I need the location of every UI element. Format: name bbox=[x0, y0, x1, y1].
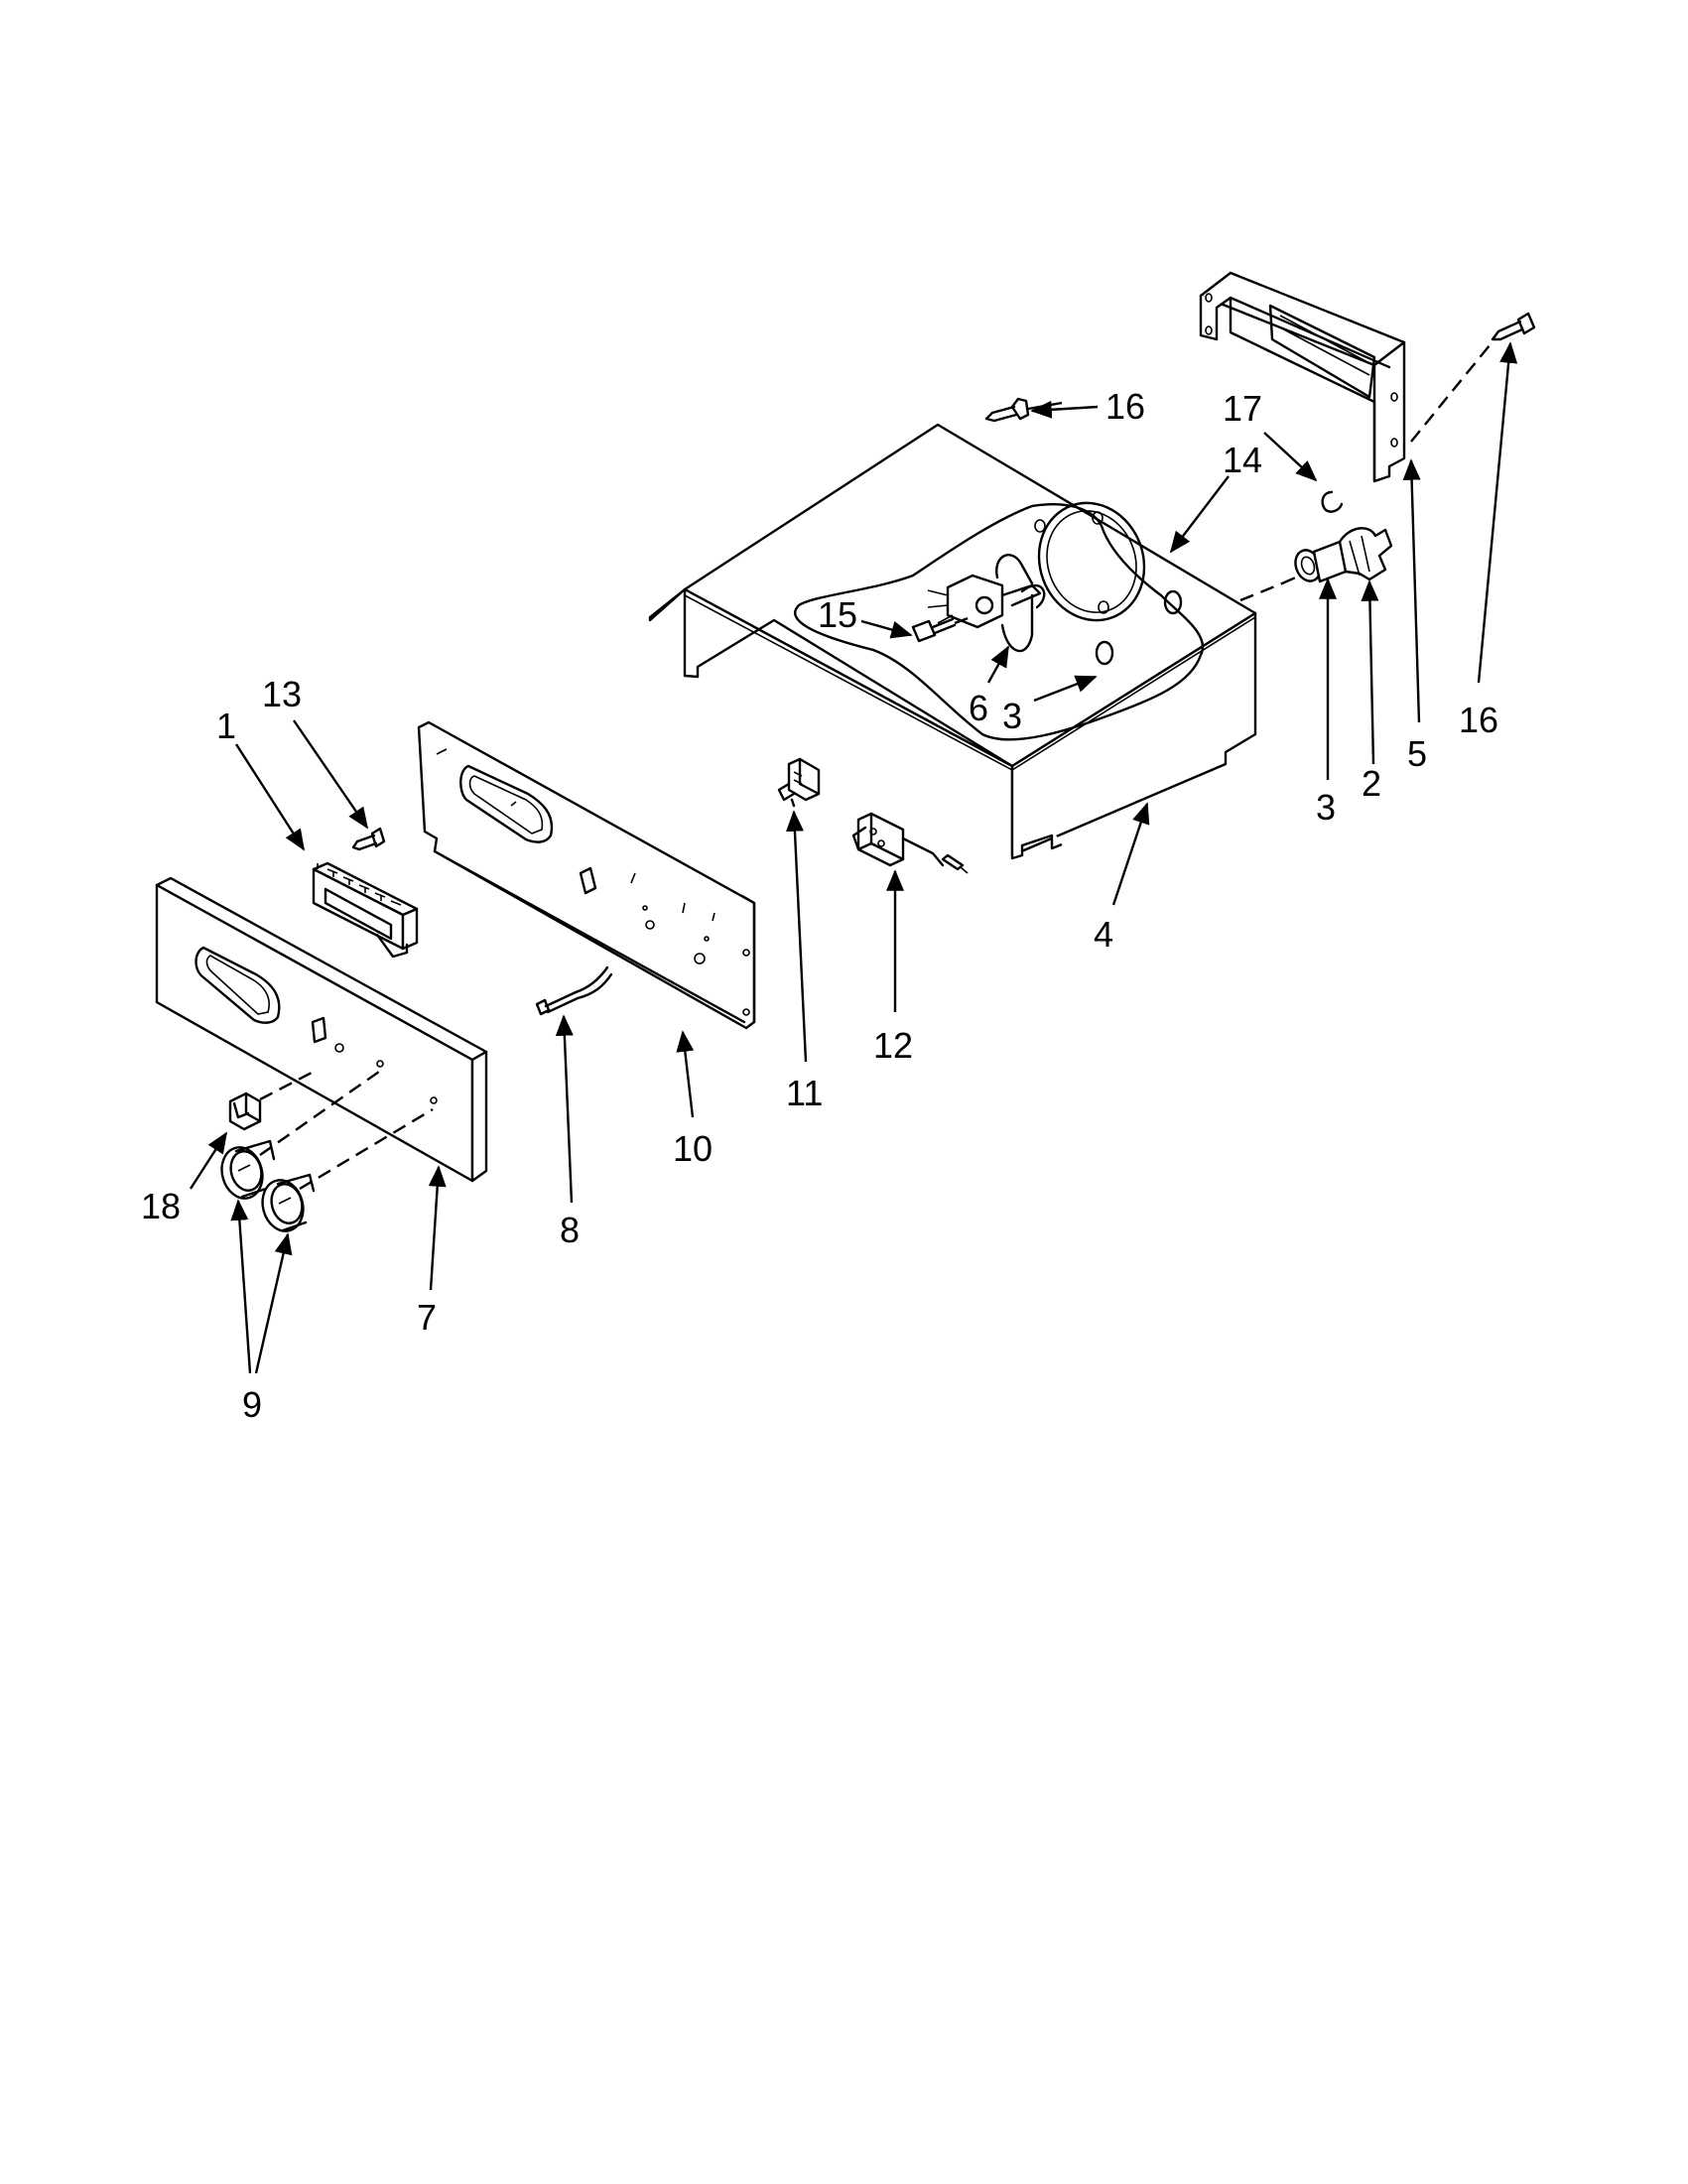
callout-2: 2 bbox=[1362, 763, 1381, 804]
clip-part bbox=[1321, 490, 1344, 513]
switch-11-part bbox=[777, 757, 821, 808]
clock-display-part bbox=[312, 861, 419, 959]
thermostat-part bbox=[851, 812, 969, 874]
callout-7: 7 bbox=[417, 1297, 437, 1338]
callout-16-left: 16 bbox=[1105, 386, 1145, 427]
screw-13-part bbox=[351, 827, 386, 851]
callout-9: 9 bbox=[242, 1384, 262, 1425]
callout-3-housing: 3 bbox=[1002, 696, 1022, 736]
callout-14: 14 bbox=[1223, 440, 1262, 480]
rocker-switch-part bbox=[228, 1092, 262, 1131]
knob-1-part bbox=[220, 1139, 276, 1200]
callout-13: 13 bbox=[262, 674, 302, 714]
callout-17: 17 bbox=[1223, 388, 1262, 429]
callout-5: 5 bbox=[1407, 733, 1427, 774]
knob-2-part bbox=[261, 1173, 316, 1232]
callout-10: 10 bbox=[673, 1128, 713, 1169]
housing-box-part bbox=[648, 423, 1257, 860]
callout-11: 11 bbox=[786, 1073, 823, 1113]
screw-15-part bbox=[911, 615, 972, 643]
callout-8: 8 bbox=[560, 1210, 580, 1250]
lamp-socket-part bbox=[1281, 527, 1393, 585]
callout-3-socket: 3 bbox=[1316, 787, 1336, 828]
rear-panel-part bbox=[417, 720, 756, 1030]
callout-18: 18 bbox=[141, 1186, 181, 1226]
callout-15: 15 bbox=[818, 594, 857, 635]
sensor-part bbox=[535, 965, 613, 1016]
callout-6: 6 bbox=[969, 688, 988, 728]
callout-1: 1 bbox=[216, 706, 236, 746]
callout-12: 12 bbox=[873, 1025, 913, 1066]
callout-labels: 1 13 16 17 14 15 6 3 3 2 5 16 4 12 11 10… bbox=[141, 386, 1498, 1425]
bracket-part bbox=[1199, 271, 1406, 483]
fan-motor-part bbox=[927, 554, 1046, 653]
control-panel-part bbox=[155, 876, 488, 1183]
leader-arrows bbox=[189, 341, 1518, 1374]
callout-4: 4 bbox=[1094, 914, 1113, 955]
screw-16-right-part bbox=[1491, 312, 1536, 341]
callout-16-right: 16 bbox=[1459, 700, 1498, 740]
screw-16-left-part bbox=[984, 397, 1030, 423]
